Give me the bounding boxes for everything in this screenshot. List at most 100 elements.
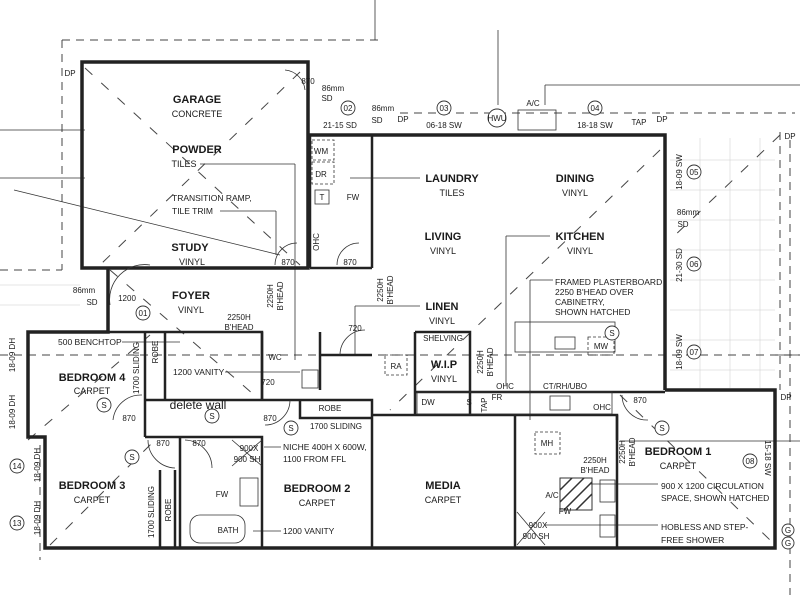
finish-dining: VINYL [562, 188, 588, 198]
finish-bedroom-2: CARPET [299, 498, 336, 508]
smoke-detector-size: 86mm [322, 84, 345, 93]
note-transition: TRANSITION RAMP, [172, 193, 252, 203]
smoke-detector-size: SD [321, 94, 332, 103]
handwritten-delete-wall: delete wall [170, 398, 227, 412]
door-width: 870 [343, 258, 357, 267]
bulkhead-label: B'HEAD [224, 323, 253, 332]
shower-label: 900 SH [523, 532, 550, 541]
finish-study: VINYL [179, 257, 205, 267]
smoke-detector-size: SD [677, 220, 688, 229]
bulkhead-label: B'HEAD [580, 466, 609, 475]
ceiling-diagonals [27, 67, 781, 546]
note-niche: NICHE 400H X 600W, [283, 442, 367, 452]
finish-foyer: VINYL [178, 305, 204, 315]
window-size: 18-09 SW [675, 154, 684, 190]
downpipe-label: DP [784, 132, 795, 141]
note-plasterboard: FRAMED PLASTERBOARD [555, 277, 662, 287]
wc-label: WC [268, 353, 282, 362]
sliding-door-label: 1700 SLIDING [147, 486, 156, 538]
window-tag: 01 [139, 309, 148, 318]
shower-label: 900 SH [234, 455, 261, 464]
bulkhead-label: 2250H [266, 284, 275, 308]
sliding-door-label: 1700 SLIDING [310, 422, 362, 431]
downpipe-label: DP [397, 115, 408, 124]
note-hobless: FREE SHOWER [661, 535, 724, 545]
window-tag: 13 [13, 519, 22, 528]
smoke-detector-size: SD [371, 116, 382, 125]
smoke-detector-size: SD [86, 298, 97, 307]
smoke-detectors: S S S S S S [96, 325, 670, 465]
door-width: 870 [301, 77, 315, 86]
hwu-label: HWU [487, 114, 506, 123]
bulkhead-label: 2250H [227, 313, 251, 322]
room-bedroom-4: BEDROOM 4 [59, 372, 127, 384]
door-width: 720 [348, 324, 362, 333]
finish-media: CARPET [425, 495, 462, 505]
smoke-detector-label: S [609, 329, 614, 338]
window-tag: 03 [440, 104, 449, 113]
smoke-detector-size: 86mm [677, 208, 700, 217]
bulkhead-label: B'HEAD [628, 437, 637, 466]
ac-unit-label: A/C [526, 99, 540, 108]
finish-linen: VINYL [429, 316, 455, 326]
finish-laundry: TILES [439, 188, 464, 198]
finish-living: VINYL [430, 246, 456, 256]
room-bedroom-2: BEDROOM 2 [284, 483, 351, 495]
note-vanity: 1200 VANITY [173, 367, 225, 377]
window-size: 18-09 DH [8, 338, 17, 372]
tap-label: TAP [632, 118, 647, 127]
smoke-detector-size: 86mm [372, 104, 395, 113]
gas-label: G [785, 539, 791, 548]
finish-bedroom-1: CARPET [660, 461, 697, 471]
smoke-detector-label: S [101, 401, 106, 410]
note-hobless: HOBLESS AND STEP- [661, 522, 749, 532]
smoke-detector-label: S [288, 424, 293, 433]
finish-bedroom-4: CARPET [74, 386, 111, 396]
ohc-label: OHC [496, 382, 514, 391]
leader-lines [0, 0, 800, 532]
bulkhead-label: 2250H [476, 350, 485, 374]
window-labels: 21-15 SD 06-18 SW 18-18 SW 18-09 SW 21-3… [8, 121, 772, 535]
note-plasterboard: SHOWN HATCHED [555, 307, 630, 317]
shower-label: 900X [240, 444, 259, 453]
door-width: 870 [633, 396, 647, 405]
window-tag: 04 [591, 104, 600, 113]
fixture-labels: SHELVING RA OHC OHC CT/RH/UBO FR DW S MW… [132, 118, 646, 541]
window-size: 18-09 SW [675, 334, 684, 370]
ac-label: A/C [545, 491, 559, 500]
room-living: LIVING [425, 231, 462, 243]
room-kitchen: KITCHEN [556, 231, 605, 243]
bath-label: BATH [218, 526, 239, 535]
room-media: MEDIA [425, 480, 461, 492]
dimension-labels: 870 870 870 870 870 870 870 870 720 720 … [64, 69, 795, 475]
window-tag: 14 [13, 462, 22, 471]
finish-wip: VINYL [431, 374, 457, 384]
bulkhead-label: B'HEAD [486, 347, 495, 376]
bulkhead-label: 2250H [618, 440, 627, 464]
window-tag: 02 [344, 104, 353, 113]
bulkhead-label: B'HEAD [276, 281, 285, 310]
ohc-label: OHC [593, 403, 611, 412]
room-powder: POWDER [172, 144, 222, 156]
note-plasterboard: CABINETRY, [555, 297, 605, 307]
smoke-detector-label: S [659, 424, 664, 433]
fridge-label: FR [492, 393, 503, 402]
ra-label: RA [390, 362, 402, 371]
room-labels: GARAGE CONCRETE POWDER TILES STUDY VINYL… [59, 94, 712, 508]
downpipe-label: DP [780, 393, 791, 402]
robe-label: ROBE [151, 341, 160, 364]
finish-bedroom-3: CARPET [74, 495, 111, 505]
note-transition: TILE TRIM [172, 206, 213, 216]
smoke-detector-label: S [129, 453, 134, 462]
dishwasher-label: DW [421, 398, 435, 407]
manhole-label: MH [541, 439, 554, 448]
note-circulation: SPACE, SHOWN HATCHED [661, 493, 769, 503]
sliding-door-label: 1700 SLIDING [132, 342, 141, 394]
smoke-detector-size: 86mm [73, 286, 96, 295]
bulkhead-label: B'HEAD [386, 275, 395, 304]
window-tag: 08 [746, 457, 755, 466]
room-laundry: LAUNDRY [425, 173, 479, 185]
window-size: 21-15 SD [323, 121, 357, 130]
shower-label: 900X [529, 521, 548, 530]
